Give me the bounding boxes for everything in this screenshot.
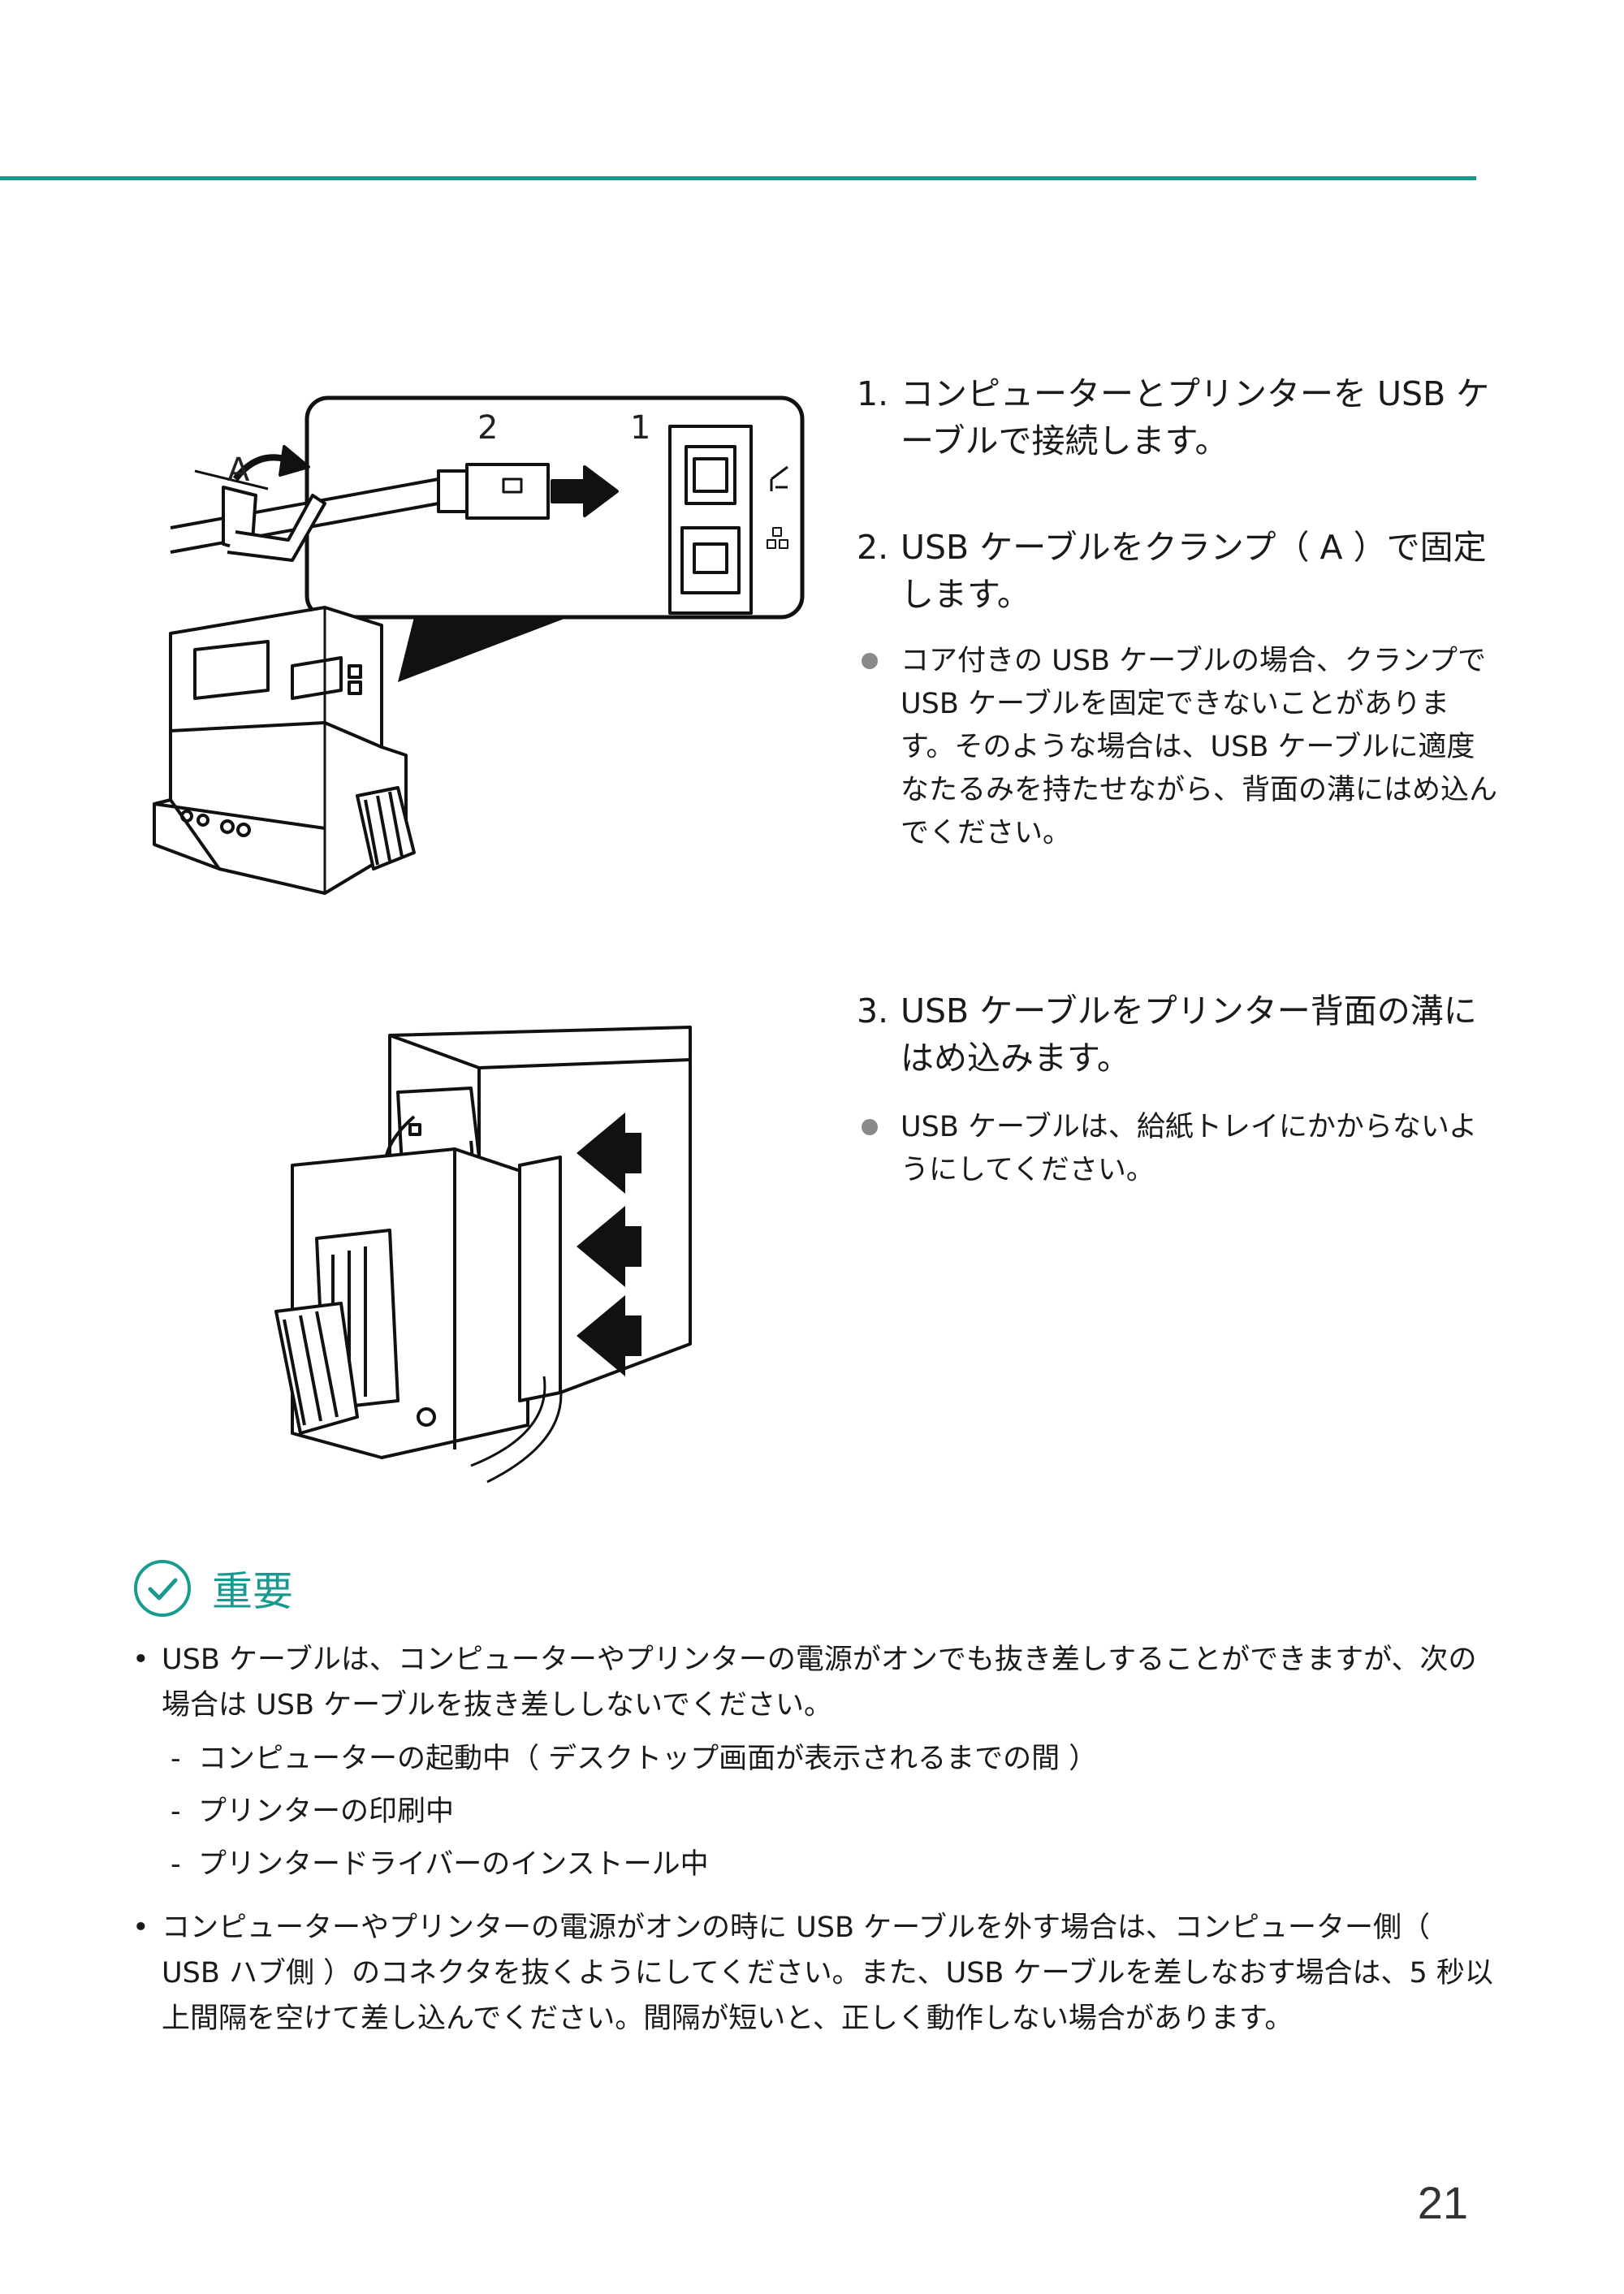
bullet-note-tray: USB ケーブルは、給紙トレイにかからないようにしてください。 (857, 1106, 1501, 1192)
step-text: USB ケーブルをプリンター背面の溝にはめ込みます。 (901, 991, 1477, 1078)
note-text: USB ケーブルは、コンピューターやプリンターの電源がオンでも抜き差しすることが… (162, 1644, 1477, 1722)
subitem-dash: - (171, 1848, 181, 1881)
step-number: 2. (857, 528, 889, 567)
subitem-dash: - (171, 1795, 181, 1828)
rear-groove-illustration (274, 1026, 692, 1484)
step-text: コンピューターとプリンターを USB ケーブルで接続します。 (901, 374, 1490, 460)
important-heading: 重要 (132, 1556, 293, 1621)
page-number: 21 (1417, 2177, 1468, 2228)
step-3: 3. USB ケーブルをプリンター背面の溝にはめ込みます。 (857, 987, 1501, 1082)
subitem-text: コンピューターの起動中（ デスクトップ画面が表示されるまでの間 ） (198, 1743, 1098, 1775)
step-number: 1. (857, 374, 889, 413)
rear-groove-figure (268, 1011, 698, 1490)
usb-connection-figure: A 2 1 (146, 390, 812, 909)
subitem-dash: - (171, 1743, 181, 1775)
important-note-1: • USB ケーブルは、コンピューターやプリンターの電源がオンでも抜き差しするこ… (132, 1637, 1493, 1728)
note-bullet: • (132, 1644, 149, 1676)
bullet-text: コア付きの USB ケーブルの場合、クランプで USB ケーブルを固定できないこ… (901, 645, 1498, 849)
usb-connection-illustration: A 2 1 (153, 395, 805, 895)
important-subitem-1: - コンピューターの起動中（ デスクトップ画面が表示されるまでの間 ） (171, 1736, 1416, 1782)
bullet-dot-icon (862, 1119, 878, 1135)
callout-label-1: 1 (630, 409, 650, 447)
check-circle-icon (134, 1560, 191, 1617)
callout-label-2: 2 (477, 409, 498, 447)
step-1: 1. コンピューターとプリンターを USB ケーブルで接続します。 (857, 370, 1501, 464)
bullet-dot-icon (862, 653, 878, 669)
step-number: 3. (857, 991, 889, 1030)
callout-label-a: A (227, 451, 250, 489)
note-text: コンピューターやプリンターの電源がオンの時に USB ケーブルを外す場合は、コン… (162, 1912, 1493, 2035)
important-subitem-2: - プリンターの印刷中 (171, 1789, 1416, 1834)
subitem-text: プリンターの印刷中 (198, 1795, 455, 1828)
header-rule (0, 176, 1476, 180)
step-text: USB ケーブルをクランプ（ A ）で固定します。 (901, 528, 1487, 614)
step-2: 2. USB ケーブルをクランプ（ A ）で固定します。 (857, 524, 1501, 618)
subitem-text: プリンタードライバーのインストール中 (198, 1848, 709, 1881)
bullet-note-core-cable: コア付きの USB ケーブルの場合、クランプで USB ケーブルを固定できないこ… (857, 640, 1501, 855)
note-bullet: • (132, 1912, 149, 1944)
important-note-2: • コンピューターやプリンターの電源がオンの時に USB ケーブルを外す場合は、… (132, 1905, 1493, 2041)
bullet-text: USB ケーブルは、給紙トレイにかからないようにしてください。 (901, 1111, 1478, 1186)
important-title: 重要 (212, 1568, 293, 1615)
important-subitem-3: - プリンタードライバーのインストール中 (171, 1842, 1416, 1887)
